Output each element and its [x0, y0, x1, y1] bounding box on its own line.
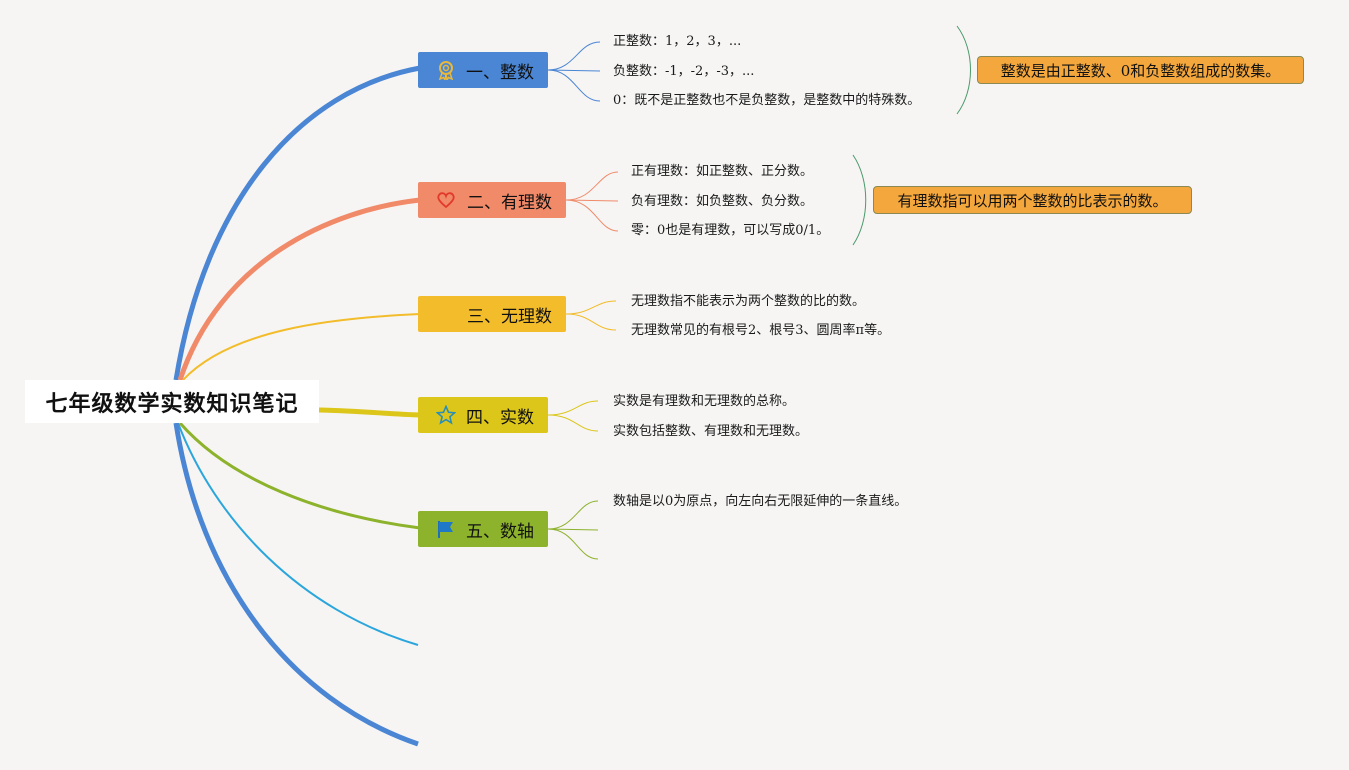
topic-label: 二、有理数 [467, 192, 552, 213]
branch-line-empty-2 [173, 422, 419, 747]
leaf-line [547, 41, 601, 71]
leaf-real-composition[interactable]: 实数包括整数、有理数和无理数。 [613, 424, 809, 439]
leaf-irrational-definition[interactable]: 无理数指不能表示为两个整数的比的数。 [631, 294, 866, 309]
topic-integers[interactable]: 一、整数 [418, 52, 548, 88]
topic-rational-numbers[interactable]: 二、有理数 [418, 182, 566, 218]
branch-line-5 [178, 422, 421, 530]
branch-line-empty-1 [177, 422, 419, 646]
topic-label: 一、整数 [466, 62, 534, 83]
leaf-line [547, 500, 599, 530]
leaf-line [565, 199, 619, 232]
summary-bracket-2 [852, 154, 867, 246]
leaf-line [547, 69, 601, 102]
star-icon [436, 405, 456, 425]
leaf-line [565, 300, 617, 315]
leaf-line [565, 199, 619, 202]
leaf-positive-rationals[interactable]: 正有理数：如正整数、正分数。 [631, 164, 814, 179]
root-topic[interactable]: 七年级数学实数知识笔记 [25, 380, 319, 423]
topic-real-numbers[interactable]: 四、实数 [418, 397, 548, 433]
leaf-irrational-examples[interactable]: 无理数常见的有根号2、根号3、圆周率π等。 [631, 323, 891, 338]
leaf-line [565, 171, 619, 201]
topic-irrational-numbers[interactable]: 三、无理数 [418, 296, 566, 332]
topic-label: 五、数轴 [466, 521, 534, 542]
leaf-zero[interactable]: 0：既不是正整数也不是负整数，是整数中的特殊数。 [613, 93, 921, 108]
heart-icon [436, 190, 456, 210]
leaf-zero-rational[interactable]: 零：0也是有理数，可以写成0/1。 [631, 223, 830, 238]
leaf-negative-integers[interactable]: 负整数：-1，-2，-3，... [613, 64, 755, 79]
leaf-line [547, 528, 599, 560]
summary-integers[interactable]: 整数是由正整数、0和负整数组成的数集。 [977, 56, 1304, 84]
root-title: 七年级数学实数知识笔记 [45, 391, 299, 417]
leaf-negative-rationals[interactable]: 负有理数：如负整数、负分数。 [631, 194, 814, 209]
leaf-real-definition[interactable]: 实数是有理数和无理数的总称。 [613, 394, 796, 409]
leaf-line [565, 313, 617, 331]
topic-label: 三、无理数 [467, 306, 552, 327]
leaf-line [547, 400, 599, 416]
leaf-number-line-definition[interactable]: 数轴是以0为原点，向左向右无限延伸的一条直线。 [613, 494, 908, 509]
leaf-line [547, 528, 599, 531]
branch-line-3 [182, 313, 421, 381]
branch-line-1 [173, 65, 421, 381]
topic-label: 四、实数 [466, 407, 534, 428]
leaf-positive-integers[interactable]: 正整数：1，2，3，... [613, 34, 742, 49]
branch-line-4 [318, 407, 421, 418]
leaf-line [547, 414, 599, 432]
summary-bracket-1 [956, 25, 971, 115]
award-ribbon-icon [436, 60, 456, 80]
branch-line-2 [177, 197, 421, 381]
leaf-line [547, 69, 601, 72]
flag-icon [436, 519, 456, 539]
topic-number-line[interactable]: 五、数轴 [418, 511, 548, 547]
summary-rationals[interactable]: 有理数指可以用两个整数的比表示的数。 [873, 186, 1192, 214]
